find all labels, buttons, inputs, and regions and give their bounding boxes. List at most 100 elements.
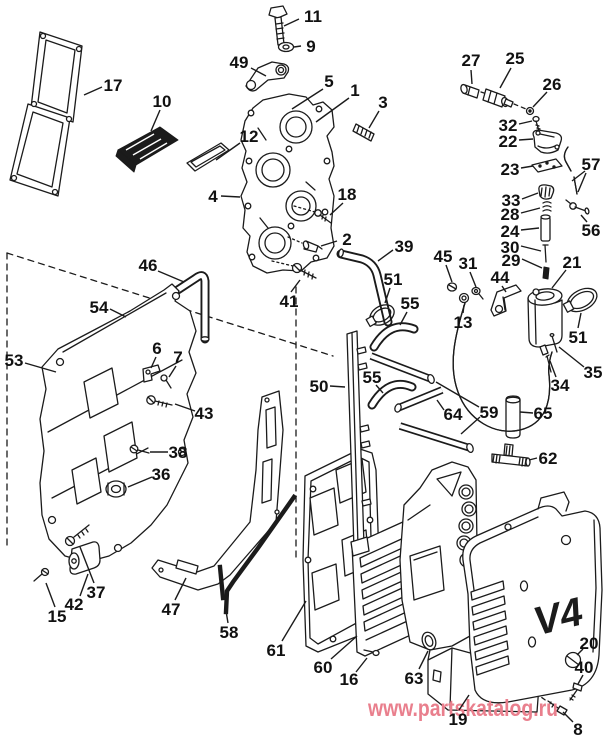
callout-62: 62 <box>539 449 558 468</box>
callout-63: 63 <box>405 669 424 688</box>
callout-45: 45 <box>434 247 453 266</box>
callout-11: 11 <box>304 7 322 26</box>
callout-20-leader <box>576 648 584 656</box>
intake-manifold-4 <box>240 93 335 274</box>
callout-57: 57 <box>582 155 601 174</box>
callout-64-leader <box>436 399 445 411</box>
callout-49-leader <box>250 67 267 77</box>
callout-44: 44 <box>491 268 510 287</box>
reed-block-10 <box>115 126 179 173</box>
clip-6 <box>142 364 161 383</box>
callout-60-leader <box>330 635 358 660</box>
callout-56: 56 <box>582 221 601 240</box>
callout-12-leader <box>215 142 241 161</box>
callout-61-leader <box>281 600 307 642</box>
sleeve-65 <box>505 395 521 439</box>
callout-3-leader <box>368 110 380 129</box>
callout-55: 55 <box>401 294 420 313</box>
callout-59-leader <box>460 416 481 435</box>
callout-35-leader <box>558 346 585 368</box>
callout-28-leader <box>520 207 541 214</box>
screw-7 <box>160 374 172 389</box>
callout-49: 49 <box>230 53 249 72</box>
callout-24-leader <box>520 227 540 231</box>
callout-32: 32 <box>499 116 518 135</box>
callout-31: 31 <box>459 254 478 273</box>
callout-22-leader <box>518 138 534 141</box>
callout-4: 4 <box>208 187 218 206</box>
callout-19-leader <box>458 694 470 711</box>
tube-57 <box>563 146 578 195</box>
callout-9: 9 <box>306 37 315 56</box>
callout-64: 64 <box>444 405 463 424</box>
callout-65: 65 <box>534 404 553 423</box>
seal-58 <box>217 493 298 615</box>
callout-36-leader <box>127 476 153 488</box>
callout-25-leader <box>499 67 512 89</box>
hoses-55 <box>367 322 419 410</box>
valve-25 <box>480 88 514 108</box>
plunger-24 <box>540 214 551 242</box>
callout-53: 53 <box>5 351 24 370</box>
callout-51: 51 <box>384 270 403 289</box>
screw-16 <box>363 649 380 657</box>
fitting-27 <box>460 83 480 99</box>
callout-19: 19 <box>449 710 468 729</box>
plug-20 <box>564 651 582 669</box>
rod-30 <box>542 244 549 263</box>
callout-60: 60 <box>314 658 333 677</box>
callout-17-leader <box>83 86 103 96</box>
callout-29: 29 <box>502 251 521 270</box>
t-fitting-62 <box>491 443 531 467</box>
callout-51-leader <box>577 312 582 329</box>
fitting-56 <box>565 199 590 215</box>
callout-2-leader <box>320 240 338 247</box>
callout-43: 43 <box>195 404 214 423</box>
callout-29-leader <box>521 258 543 269</box>
screw-15 <box>33 567 50 582</box>
pin-34 <box>545 354 552 373</box>
louver-cover-60 <box>351 520 421 657</box>
callout-27: 27 <box>462 51 481 70</box>
callout-47: 47 <box>162 600 181 619</box>
diaphragm-23 <box>531 158 563 173</box>
callout-39-leader <box>377 249 394 262</box>
callout-28: 28 <box>501 205 520 224</box>
callout-26-leader <box>532 91 548 108</box>
washer-9 <box>277 41 295 53</box>
callout-51: 51 <box>569 328 588 347</box>
callout-51-leader <box>384 287 391 304</box>
callout-10: 10 <box>153 92 172 111</box>
cable-13-31-45 <box>446 282 553 432</box>
air-silencer-53 <box>39 283 197 563</box>
callout-56-leader <box>580 214 588 223</box>
check-ball-26 <box>525 106 535 116</box>
bolt-11 <box>268 5 288 46</box>
callout-33: 33 <box>502 191 521 210</box>
callout-55-leader <box>375 384 384 394</box>
callout-2: 2 <box>342 230 351 249</box>
bracket-44 <box>490 284 522 317</box>
callout-35: 35 <box>584 363 603 382</box>
callout-16-leader <box>355 657 368 673</box>
pump-body-22 <box>532 129 563 154</box>
callout-6: 6 <box>152 339 161 358</box>
callout-24: 24 <box>501 222 520 241</box>
callout-37-leader <box>79 546 95 584</box>
grommet-36 <box>105 480 127 498</box>
callout-44-leader <box>501 285 507 293</box>
callout-30: 30 <box>501 238 520 257</box>
callout-62-leader <box>528 457 538 461</box>
callout-54-leader <box>109 308 127 318</box>
callout-18: 18 <box>338 185 357 204</box>
tubes-59-64 <box>369 352 474 454</box>
solenoid-21 <box>527 288 563 356</box>
needle-35 <box>549 332 558 353</box>
spring-28 <box>542 201 552 212</box>
callout-7: 7 <box>173 348 182 367</box>
callout-63-leader <box>418 650 429 670</box>
callout-1-leader <box>315 97 350 123</box>
stud-3 <box>352 123 375 142</box>
callout-30-leader <box>520 245 542 252</box>
